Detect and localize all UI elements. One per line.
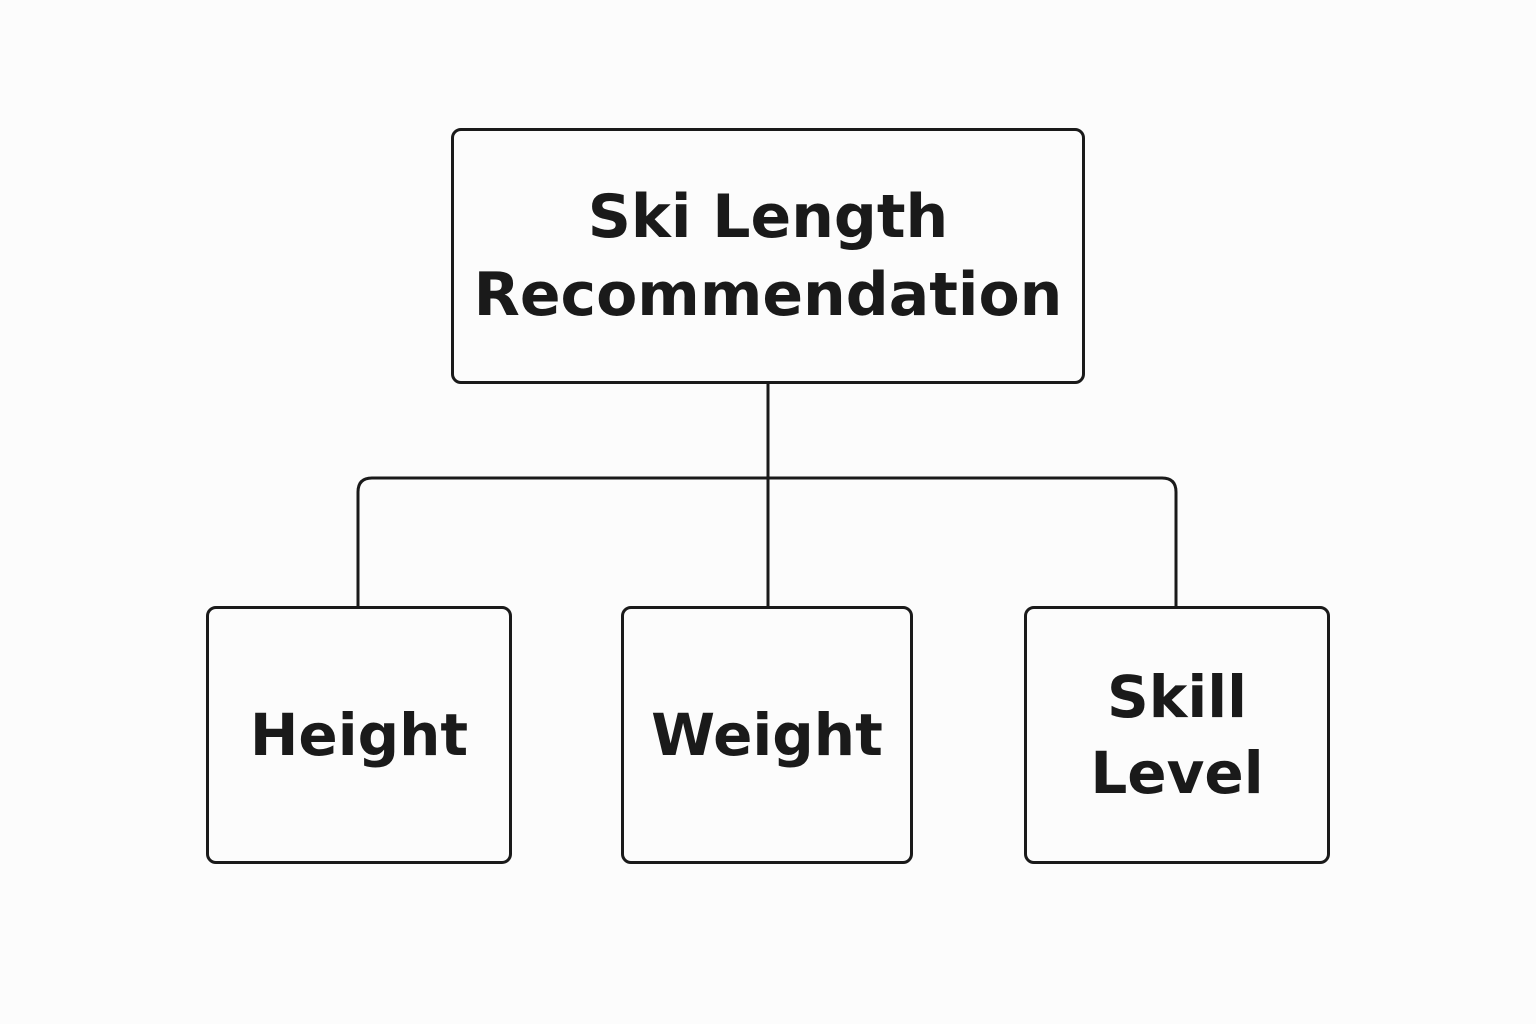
root-node-label: Ski Length Recommendation — [473, 182, 1063, 330]
child-node-height: Height — [206, 606, 512, 864]
child-node-height-label: Height — [249, 701, 469, 769]
child-node-weight: Weight — [621, 606, 913, 864]
child-node-skill-level-label: Skill Level — [1090, 663, 1264, 807]
child-node-weight-label: Weight — [651, 701, 883, 769]
root-node: Ski Length Recommendation — [451, 128, 1085, 384]
child-node-skill-level: Skill Level — [1024, 606, 1330, 864]
